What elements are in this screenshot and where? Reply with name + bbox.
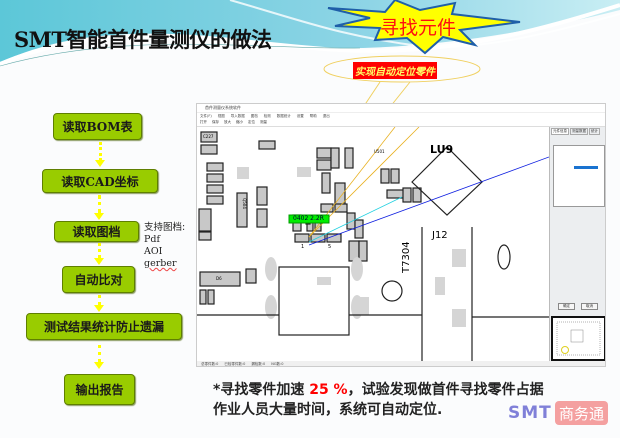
menu-item[interactable]: 数据统计	[276, 113, 291, 118]
callout-label: 实现自动定位零件	[353, 62, 437, 79]
selected-row[interactable]	[574, 166, 598, 169]
flow-arrowhead	[94, 258, 104, 265]
step-auto-compare: 自动比对	[62, 266, 135, 293]
status-item: 已检零件数:0	[224, 362, 246, 366]
flow-arrowhead	[94, 213, 104, 220]
board-minimap[interactable]	[551, 316, 605, 361]
menu-item[interactable]: 图档	[250, 113, 258, 118]
panel-tabs: 元件信息 测量数据 统计	[550, 127, 605, 136]
flow-arrow	[98, 345, 101, 362]
app-statusbar: 总零件数:0 已检零件数:0 漏检数:0 NG数:0	[197, 361, 605, 366]
flow-arrow	[98, 243, 101, 258]
label-q504: Q504	[241, 198, 247, 209]
pcb-drawing	[197, 126, 550, 361]
step-output-report: 输出报告	[64, 374, 135, 405]
flow-arrowhead	[94, 362, 104, 369]
flow-arrow	[98, 195, 101, 213]
panel-tab[interactable]: 元件信息	[551, 128, 569, 135]
logo-cn: 商务通	[555, 401, 608, 425]
label-t7304: T7304	[401, 241, 412, 273]
flow-arrow	[99, 142, 102, 161]
menu-item[interactable]: 检测	[263, 113, 271, 118]
status-item: 漏检数:0	[251, 362, 266, 366]
supported-formats-note: 支持图档: Pdf AOI gerber	[144, 222, 185, 270]
menu-item[interactable]: 帮助	[309, 113, 317, 118]
note-item: AOI	[144, 246, 163, 257]
summary-prefix: *寻找零件加速	[213, 382, 310, 398]
tool-button[interactable]: 打开	[200, 120, 207, 124]
status-item: 总零件数:0	[201, 362, 219, 366]
note-item: gerber	[144, 258, 177, 269]
flow-arrowhead	[95, 160, 105, 167]
burst-label: 寻找元件	[380, 17, 457, 39]
highlight-label: 0402 2.2R	[293, 215, 324, 222]
menu-item[interactable]: 退出	[322, 113, 330, 118]
label-pin1: 1	[301, 244, 305, 250]
summary-text: *寻找零件加速 25 %，试验发现做首件寻找零件占据 作业人员大量时间，系统可自…	[213, 380, 544, 420]
speedup-percent: 25 %	[309, 382, 348, 398]
note-title: 支持图档:	[144, 222, 186, 233]
step-statistics: 测试结果统计防止遗漏	[26, 313, 182, 340]
component-table[interactable]	[553, 145, 605, 207]
menu-item[interactable]: 视图	[217, 113, 225, 118]
label-c227: C227	[203, 134, 214, 139]
app-titlebar: 首件测量仪系统软件	[197, 104, 605, 113]
starburst-shape	[327, 0, 521, 55]
status-item: NG数:0	[271, 362, 284, 366]
app-toolbar: 打开 保存 放大 缩小 定位 测量	[197, 119, 605, 127]
step-read-drawing: 读取图档	[54, 221, 139, 242]
label-u501: U501	[374, 149, 385, 154]
panel-tab[interactable]: 测量数据	[570, 128, 588, 135]
menu-item[interactable]: 文件(F)	[200, 113, 212, 118]
summary-line2: 作业人员大量时间，系统可自动定位.	[213, 402, 443, 418]
tool-button[interactable]: 放大	[224, 120, 231, 124]
tool-button[interactable]: 保存	[212, 120, 219, 124]
app-screenshot: 首件测量仪系统软件 文件(F) 视图 导入数据 图档 检测 数据统计 设置 帮助…	[196, 103, 606, 367]
flow-arrowhead	[94, 305, 104, 312]
label-d6: D6	[216, 276, 222, 281]
flow-arrow	[98, 295, 101, 305]
app-menubar: 文件(F) 视图 导入数据 图档 检测 数据统计 设置 帮助 退出	[197, 113, 605, 119]
menu-item[interactable]: 设置	[296, 113, 304, 118]
panel-buttons: 确定 取消	[558, 303, 598, 310]
ok-button[interactable]: 确定	[558, 303, 575, 310]
tool-button[interactable]: 缩小	[236, 120, 243, 124]
tool-button[interactable]: 测量	[260, 120, 267, 124]
note-item: Pdf	[144, 234, 160, 245]
label-lu9: LU9	[430, 143, 454, 156]
label-pin5: 5	[328, 244, 332, 250]
pcb-canvas[interactable]: 0402 2.2R LU9 J12 T7304 Q504 U501 D6 C22…	[197, 126, 550, 361]
step-read-bom: 读取BOM表	[53, 113, 142, 140]
menu-item[interactable]: 导入数据	[230, 113, 245, 118]
tool-button[interactable]: 定位	[248, 120, 255, 124]
step-read-cad: 读取CAD坐标	[42, 169, 158, 193]
slide-title: SMT智能首件量测仪的做法	[14, 27, 272, 52]
minimap-drawing	[556, 321, 601, 356]
panel-tab[interactable]: 统计	[589, 128, 600, 135]
cancel-button[interactable]: 取消	[581, 303, 598, 310]
summary-line1: ，试验发现做首件寻找零件占据	[347, 382, 544, 398]
label-j12: J12	[432, 230, 448, 241]
logo-smt: SMT	[508, 403, 552, 423]
